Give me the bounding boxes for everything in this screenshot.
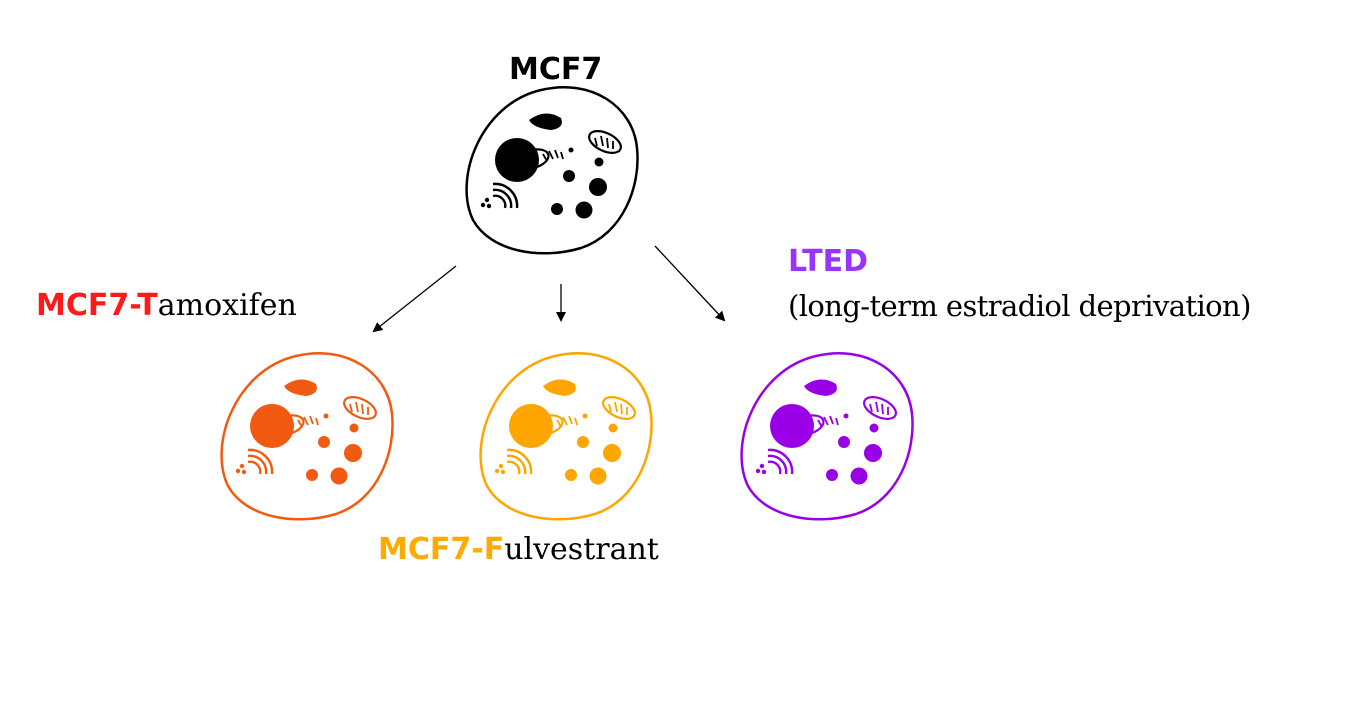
fulvestrant-label-prefix: MCF7-F [378,532,505,567]
lted-full-name: (long-term estradiol deprivation) [788,289,1251,323]
lted-label: LTED [788,244,869,279]
tamoxifen-cell [220,351,394,521]
fulvestrant-cell [479,351,653,521]
fulvestrant-label-suffix: ulvestrant [504,532,659,567]
tamoxifen-label-prefix: MCF7-T [36,288,158,323]
lted-cell [740,351,914,521]
parent-cell [465,85,639,255]
tamoxifen-label-suffix: amoxifen [157,288,297,323]
fulvestrant-label: MCF7-Fulvestrant [378,535,659,565]
arrow-to-lted [654,245,726,322]
tamoxifen-label: MCF7-Tamoxifen [36,291,297,321]
parent-title: MCF7 [509,52,603,87]
arrow-to-tamoxifen [372,265,457,333]
